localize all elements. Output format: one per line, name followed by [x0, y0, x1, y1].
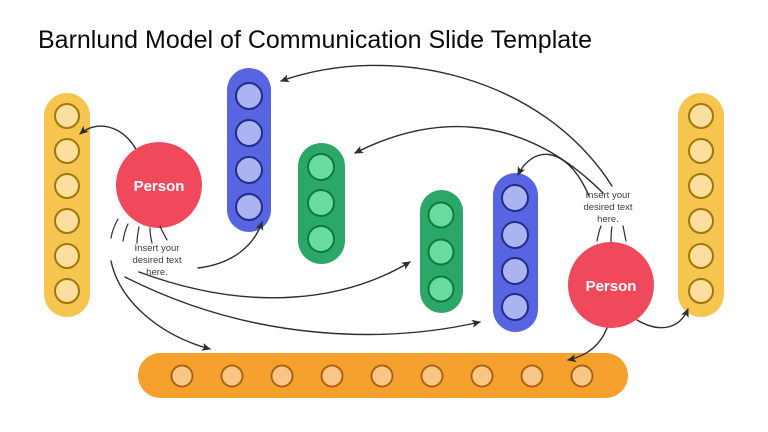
dot: [220, 364, 244, 388]
tick: [136, 226, 140, 244]
channel-green-2: [420, 190, 463, 313]
dot: [688, 173, 714, 199]
arrow-right-note-to-blue-2: [517, 153, 590, 197]
right-placeholder-note: Insert your desired text here.: [583, 190, 632, 225]
capsule-shape: [227, 68, 271, 232]
dot: [427, 238, 455, 266]
arrow-right-note-to-blue-1: [280, 64, 613, 187]
channel-blue-1: [227, 68, 271, 232]
arrow-left-note-to-bottom-channel: [110, 260, 211, 351]
dot: [688, 278, 714, 304]
note-line: desired text: [132, 255, 181, 266]
person-circle: [568, 242, 654, 328]
tick: [610, 226, 613, 243]
dot: [54, 243, 80, 269]
note-line: here.: [597, 214, 619, 225]
dot: [270, 364, 294, 388]
dot: [235, 119, 263, 147]
dot: [307, 153, 335, 181]
dot: [688, 208, 714, 234]
connection-arrows: [79, 64, 689, 363]
dot: [570, 364, 594, 388]
dot: [170, 364, 194, 388]
dot: [688, 138, 714, 164]
dot: [470, 364, 494, 388]
tick: [110, 218, 119, 239]
dot: [688, 103, 714, 129]
person-circle: [116, 142, 202, 228]
dot: [307, 189, 335, 217]
dot: [370, 364, 394, 388]
dot: [54, 173, 80, 199]
left-person: Person Insert your desired text here.: [110, 142, 202, 278]
dot: [54, 278, 80, 304]
arrow-right-person-to-bottom-channel: [567, 327, 608, 363]
note-line: Insert your: [135, 243, 180, 254]
note-line: Insert your: [586, 190, 631, 201]
arrow-left-note-to-blue-1: [197, 221, 264, 269]
dot: [688, 243, 714, 269]
tick: [159, 225, 168, 241]
arrow-left-person-to-left-channel: [79, 125, 138, 152]
arrow-left-note-to-blue-2: [124, 276, 481, 336]
channel-blue-2: [493, 173, 538, 332]
left-placeholder-note: Insert your desired text here.: [132, 243, 181, 278]
note-line: here.: [146, 267, 168, 278]
arrow-left-note-to-green-2: [138, 261, 411, 299]
dot: [54, 138, 80, 164]
dot: [501, 184, 529, 212]
dot: [501, 221, 529, 249]
dot: [235, 156, 263, 184]
arrow-right-person-to-right-channel: [636, 308, 689, 329]
capsule-shape: [493, 173, 538, 332]
dot: [501, 293, 529, 321]
speech-tick-marks: [596, 225, 627, 243]
dot: [427, 275, 455, 303]
dot: [420, 364, 444, 388]
channel-bottom-horizontal: [138, 353, 628, 398]
channel-green-1: [298, 143, 345, 264]
dot: [235, 82, 263, 110]
dot: [427, 201, 455, 229]
tick: [622, 225, 627, 242]
slide-title: Barnlund Model of Communication Slide Te…: [38, 26, 593, 54]
dot: [501, 257, 529, 285]
dot: [54, 103, 80, 129]
speech-tick-marks: [110, 218, 168, 244]
right-person: Person Insert your desired text here.: [568, 190, 654, 328]
person-label: Person: [134, 178, 185, 195]
note-line: desired text: [583, 202, 632, 213]
channel-right-vertical: [678, 93, 724, 317]
tick: [122, 223, 129, 242]
dot: [307, 225, 335, 253]
dot: [320, 364, 344, 388]
dot: [235, 193, 263, 221]
arrow-right-note-to-green-1: [354, 125, 604, 194]
tick: [596, 225, 602, 242]
channel-left-vertical: [44, 93, 90, 317]
person-label: Person: [586, 278, 637, 295]
dot: [520, 364, 544, 388]
tick: [149, 227, 153, 244]
dot: [54, 208, 80, 234]
